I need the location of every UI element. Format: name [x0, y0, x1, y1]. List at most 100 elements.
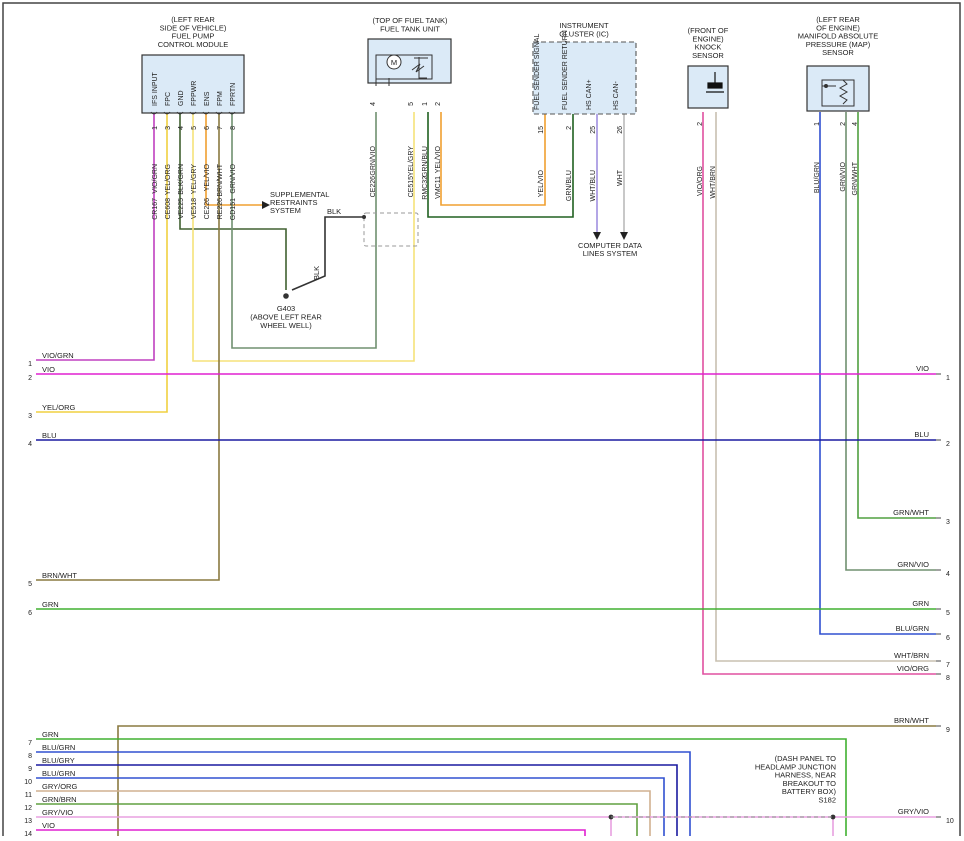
- map-sensor-box: [806, 65, 870, 112]
- caption-line: INSTRUMENT: [559, 21, 609, 30]
- wire-grn-brn-12: [36, 803, 638, 836]
- pin-name-label: FPRTN: [230, 83, 237, 106]
- pin-wire-color: BLU/GRN: [814, 162, 821, 193]
- left-pin-wire-label: GRN/BRN: [42, 795, 77, 804]
- caption-line: SENSOR: [822, 48, 854, 57]
- caption-line: ENGINE): [692, 34, 724, 43]
- wire-blu-grn-map: [819, 112, 936, 635]
- right-pin-number: 4: [946, 571, 950, 578]
- caption-line: (LEFT REAR: [171, 15, 215, 24]
- wire-blu-grn-10: [36, 777, 665, 836]
- arrow-srs-icon: [262, 201, 270, 209]
- caption-line: (FRONT OF: [688, 26, 729, 35]
- pin-number-label: 3: [165, 126, 172, 130]
- pin-name-label: HS CAN+: [586, 79, 593, 110]
- wire-vio-14: [36, 829, 586, 836]
- wire-blk: [291, 216, 364, 291]
- pin-number-label: 1: [422, 102, 429, 106]
- left-pin-number: 5: [28, 581, 32, 588]
- pin-number-label: 4: [370, 102, 377, 106]
- pin-wire-color: GRN/BLU: [422, 146, 429, 177]
- wire-vio-grn-fppcm: [36, 112, 155, 361]
- left-pin-wire-label: GRN: [42, 600, 59, 609]
- right-pin-number: 10: [946, 818, 954, 825]
- right-pin-wire-label: GRY/VIO: [898, 807, 929, 816]
- wire-grn-wht-map: [857, 112, 936, 519]
- ground-reference-line: WHEEL WELL): [260, 321, 312, 330]
- splice-reference-line: BATTERY BOX): [782, 787, 837, 796]
- left-pin-wire-label: BLU/GRN: [42, 769, 75, 778]
- pin-circuit-label: VE518: [191, 198, 198, 219]
- left-pin-number: 12: [24, 805, 32, 812]
- srs-reference-line: SUPPLEMENTAL: [270, 190, 329, 199]
- splice-reference-line: HEADLAMP JUNCTION: [755, 762, 836, 771]
- pin-circuit-label: CE515: [408, 176, 415, 198]
- wire-blu-gry-9: [36, 764, 678, 836]
- caption-line: OF ENGINE): [816, 23, 860, 32]
- pin-wire-color: VIO/ORG: [697, 166, 704, 196]
- pin-wire-color: GRN/BLU: [566, 170, 573, 201]
- wire-brn-wht-fppcm: [36, 112, 220, 581]
- pin-wire-color: GRN/VIO: [370, 145, 377, 175]
- fuel-pump-motor-icon: M: [391, 58, 397, 67]
- ground-reference-line: G403: [277, 304, 295, 313]
- pin-number-label: 25: [590, 126, 597, 134]
- caption-line: MANIFOLD ABSOLUTE: [798, 32, 878, 41]
- pin-number-label: 1: [814, 122, 821, 126]
- left-pin-wire-label: BLU/GRY: [42, 756, 75, 765]
- left-pin-wire-label: BRN/WHT: [42, 571, 77, 580]
- pin-wire-color: VIO/GRN: [152, 164, 159, 194]
- pin-number-label: 2: [435, 102, 442, 106]
- pin-terminal-icon: [215, 111, 223, 115]
- wire-blk-grn-ground: [179, 112, 287, 290]
- left-pin-wire-label: VIO: [42, 821, 55, 830]
- pin-number-label: 2: [566, 126, 573, 130]
- left-pin-number: 3: [28, 413, 32, 420]
- left-pin-number: 1: [28, 361, 32, 368]
- caption-line: CONTROL MODULE: [158, 40, 229, 49]
- srs-reference-line: RESTRAINTS: [270, 198, 318, 207]
- pin-circuit-label: CE226: [204, 198, 211, 220]
- pin-name-label: IFS INPUT: [152, 71, 159, 106]
- left-pin-number: 2: [28, 375, 32, 382]
- splice-reference-line: HARNESS, NEAR: [775, 771, 837, 780]
- pin-number-label: 15: [538, 126, 545, 134]
- pin-name-label: HS CAN-: [613, 81, 620, 110]
- splice-blk-dot: [362, 215, 366, 219]
- wire-grn-vio-map: [845, 112, 936, 571]
- pin-terminal-icon: [202, 111, 210, 115]
- pin-number-label: 5: [191, 126, 198, 130]
- caption-line: FUEL PUMP: [172, 32, 215, 41]
- caption-line: CLUSTER (IC): [559, 29, 609, 38]
- splice-s182-dot-b: [830, 814, 836, 820]
- right-pin-wire-label: BLU/GRN: [896, 624, 929, 633]
- fuel-tank-caption: (TOP OF FUEL TANK)FUEL TANK UNIT: [372, 16, 448, 33]
- pin-circuit-label: VE225: [178, 198, 185, 219]
- left-pin-number: 10: [24, 779, 32, 786]
- right-pin-number: 7: [946, 662, 950, 669]
- ground-reference-line: (ABOVE LEFT REAR: [250, 313, 322, 322]
- pin-name-label: FPM: [217, 91, 224, 106]
- left-pin-number: 11: [25, 792, 32, 799]
- pin-circuit-label: CR167: [152, 198, 159, 220]
- srs-reference-line: SYSTEM: [270, 206, 301, 215]
- left-pin-number: 6: [28, 610, 32, 617]
- right-pin-wire-label: GRN/VIO: [897, 560, 929, 569]
- caption-line: PRESSURE (MAP): [806, 40, 871, 49]
- cdl-reference-line: LINES SYSTEM: [583, 249, 638, 258]
- left-connector-pins: 1VIO/GRN2VIO3YEL/ORG4BLU5BRN/WHT6GRN7GRN…: [24, 351, 77, 838]
- ground-symbol-icon: [283, 293, 289, 299]
- shield-wrap: [363, 212, 419, 247]
- pin-terminal-icon: [163, 111, 171, 115]
- right-pin-wire-label: GRN: [912, 599, 929, 608]
- pin-wire-color: YEL/GRY: [408, 146, 415, 177]
